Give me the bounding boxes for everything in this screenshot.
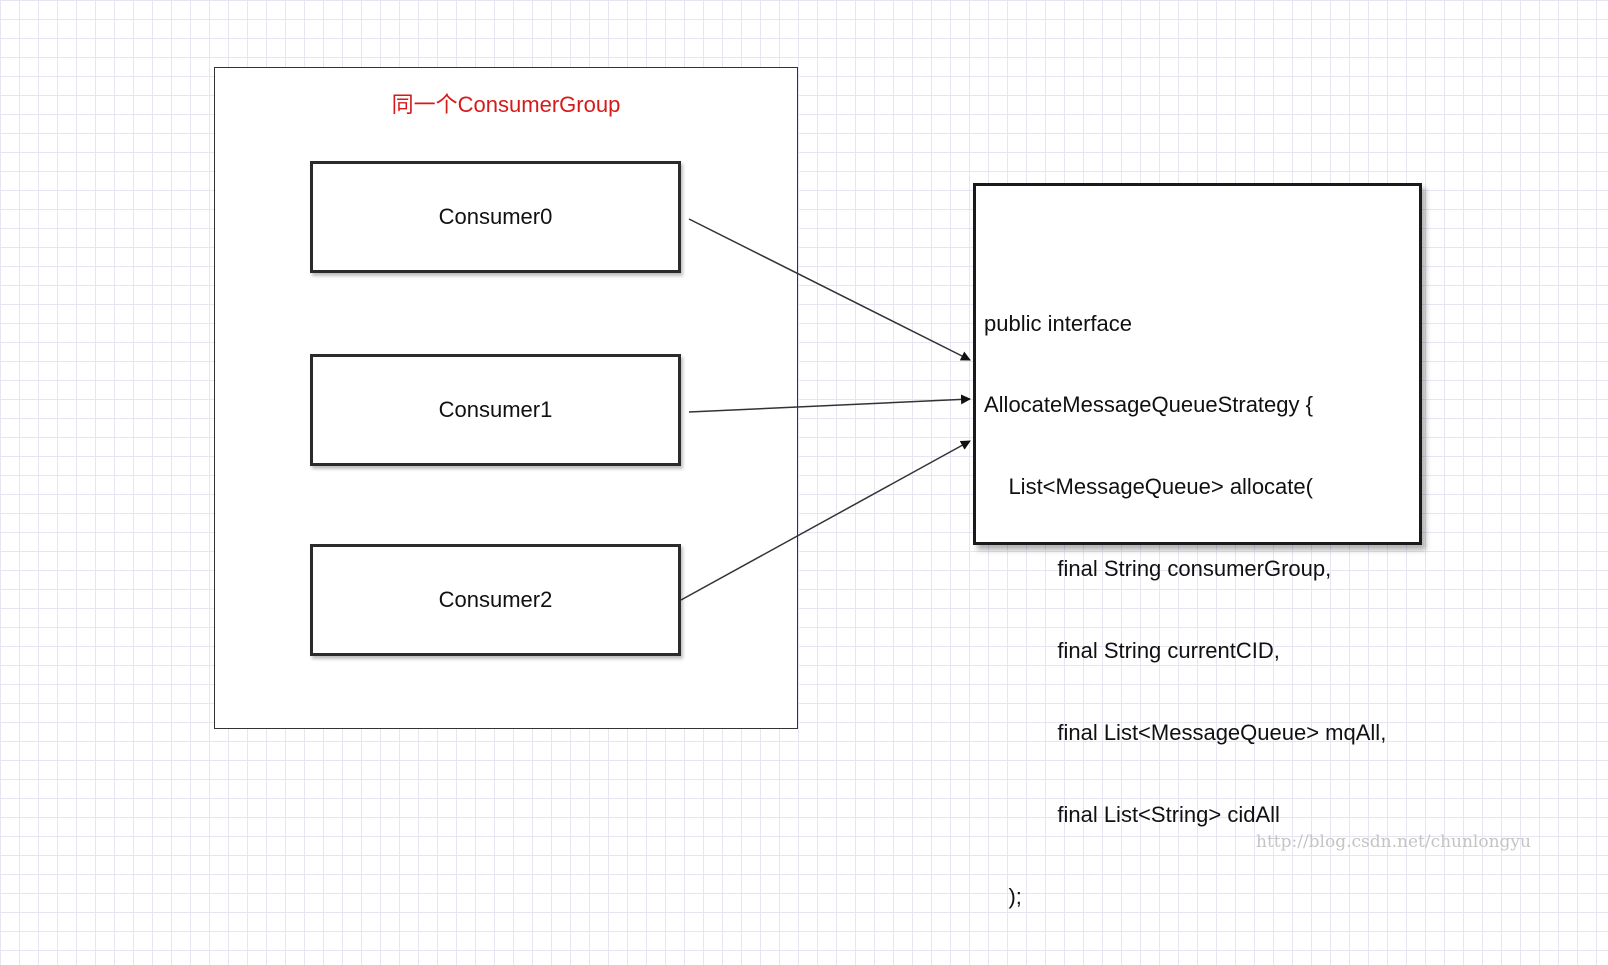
consumer-group-title: 同一个ConsumerGroup	[391, 92, 621, 117]
code-line: public interface	[984, 310, 1132, 336]
code-line: final String consumerGroup,	[984, 556, 1332, 582]
consumer-2-box: Consumer2	[310, 544, 681, 656]
arrow-consumer2-to-strategy	[680, 440, 971, 601]
code-line: );	[984, 883, 1022, 909]
allocate-strategy-code: public interface AllocateMessageQueueStr…	[984, 255, 1386, 965]
diagram-canvas: 同一个ConsumerGroup Consumer0 Consumer1 Con…	[214, 67, 1531, 909]
code-line: final List<MessageQueue> mqAll,	[984, 720, 1387, 746]
code-line: final String currentCID,	[984, 638, 1280, 664]
code-line: List<MessageQueue> allocate(	[984, 474, 1313, 500]
watermark: http://blog.csdn.net/chunlongyu	[1256, 832, 1531, 852]
consumer-0-box: Consumer0	[310, 161, 681, 273]
code-line: final List<String> cidAll	[984, 801, 1280, 827]
code-line: AllocateMessageQueueStrategy {	[984, 392, 1313, 418]
consumer-1-box: Consumer1	[310, 354, 681, 466]
arrow-consumer0-to-strategy	[688, 218, 971, 361]
allocate-strategy-box	[973, 183, 1422, 545]
arrow-consumer1-to-strategy	[688, 394, 971, 413]
connector-arrows	[680, 218, 971, 601]
